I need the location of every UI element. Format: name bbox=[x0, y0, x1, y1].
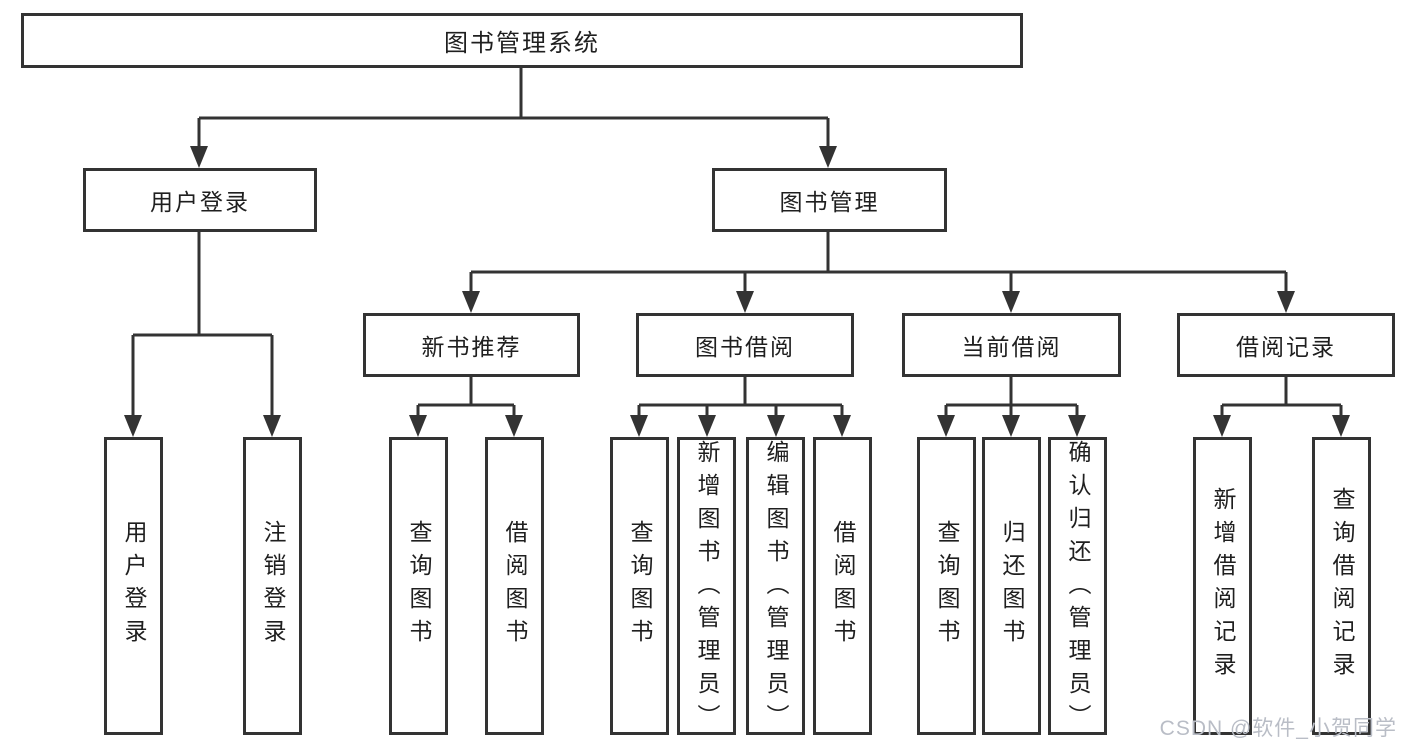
node-book-management: 图书管理 bbox=[712, 168, 947, 232]
leaf-borrow-books-borrowing: 借阅图书 bbox=[813, 437, 872, 735]
leaf-user-login: 用户登录 bbox=[104, 437, 163, 735]
leaf-query-books-recommend: 查询图书 bbox=[389, 437, 448, 735]
leaf-return-books: 归还图书 bbox=[982, 437, 1041, 735]
leaf-query-books-current: 查询图书 bbox=[917, 437, 976, 735]
leaf-logout: 注销登录 bbox=[243, 437, 302, 735]
leaf-confirm-return-admin: 确认归还（管理员） bbox=[1048, 437, 1107, 737]
leaf-add-books-admin: 新增图书（管理员） bbox=[677, 437, 736, 737]
leaf-query-borrow-record: 查询借阅记录 bbox=[1312, 437, 1371, 735]
leaf-add-borrow-record: 新增借阅记录 bbox=[1193, 437, 1252, 735]
leaf-query-books-borrowing: 查询图书 bbox=[610, 437, 669, 735]
node-current-borrowing: 当前借阅 bbox=[902, 313, 1121, 377]
leaf-borrow-books-recommend: 借阅图书 bbox=[485, 437, 544, 735]
node-new-book-recommendation: 新书推荐 bbox=[363, 313, 580, 377]
node-book-borrowing: 图书借阅 bbox=[636, 313, 854, 377]
node-library-management-system: 图书管理系统 bbox=[21, 13, 1023, 68]
node-user-login: 用户登录 bbox=[83, 168, 317, 232]
csdn-watermark: CSDN @软件_小贺同学 bbox=[1159, 717, 1397, 740]
node-borrowing-records: 借阅记录 bbox=[1177, 313, 1395, 377]
leaf-edit-books-admin: 编辑图书（管理员） bbox=[746, 437, 805, 737]
